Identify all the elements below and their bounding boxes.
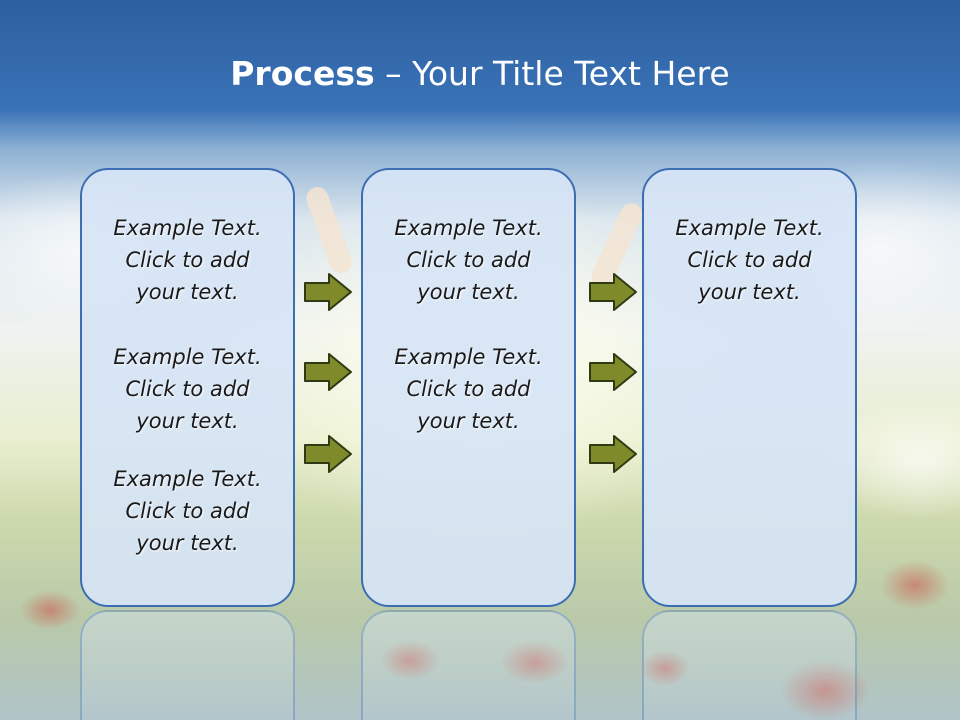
text-line: Click to add bbox=[406, 248, 531, 272]
box-reflection bbox=[80, 610, 295, 720]
title-rest: – Your Title Text Here bbox=[374, 54, 730, 93]
arrow-shape bbox=[589, 273, 637, 311]
poppy bbox=[640, 650, 690, 686]
box-reflection bbox=[642, 610, 857, 720]
process-step-box-3[interactable]: Example Text. Click to add your text. bbox=[642, 168, 857, 607]
example-text-block[interactable]: Example Text. Click to add your text. bbox=[644, 212, 855, 308]
text-line: Example Text. bbox=[113, 467, 262, 491]
arrow-shape bbox=[304, 435, 352, 473]
poppy bbox=[20, 590, 80, 630]
arrow-shape bbox=[304, 353, 352, 391]
process-step-box-1[interactable]: Example Text. Click to add your text. Ex… bbox=[80, 168, 295, 607]
arrow-shape bbox=[589, 435, 637, 473]
slide-title[interactable]: Process – Your Title Text Here bbox=[0, 54, 960, 93]
right-arrow-icon bbox=[304, 273, 352, 311]
arrow-shape bbox=[304, 273, 352, 311]
text-line: Click to add bbox=[406, 377, 531, 401]
example-text-block[interactable]: Example Text. Click to add your text. bbox=[82, 341, 293, 437]
right-arrow-icon bbox=[589, 273, 637, 311]
example-text-block[interactable]: Example Text. Click to add your text. bbox=[82, 463, 293, 559]
text-line: your text. bbox=[417, 280, 520, 304]
example-text-block[interactable]: Example Text. Click to add your text. bbox=[363, 212, 574, 308]
poppy bbox=[880, 560, 950, 610]
text-line: Click to add bbox=[125, 248, 250, 272]
text-line: Click to add bbox=[125, 377, 250, 401]
title-bold: Process bbox=[230, 54, 375, 93]
example-text-block[interactable]: Example Text. Click to add your text. bbox=[82, 212, 293, 308]
text-line: Click to add bbox=[125, 499, 250, 523]
right-arrow-icon bbox=[589, 353, 637, 391]
text-line: your text. bbox=[417, 409, 520, 433]
right-arrow-icon bbox=[304, 435, 352, 473]
text-line: Click to add bbox=[687, 248, 812, 272]
text-line: Example Text. bbox=[394, 216, 543, 240]
right-arrow-icon bbox=[589, 435, 637, 473]
text-line: Example Text. bbox=[113, 345, 262, 369]
text-line: Example Text. bbox=[675, 216, 824, 240]
text-line: your text. bbox=[136, 409, 239, 433]
poppy bbox=[380, 640, 440, 680]
poppy bbox=[780, 660, 870, 720]
process-step-box-2[interactable]: Example Text. Click to add your text. Ex… bbox=[361, 168, 576, 607]
arrow-shape bbox=[589, 353, 637, 391]
right-arrow-icon bbox=[304, 353, 352, 391]
text-line: your text. bbox=[136, 531, 239, 555]
text-line: your text. bbox=[136, 280, 239, 304]
example-text-block[interactable]: Example Text. Click to add your text. bbox=[363, 341, 574, 437]
text-line: Example Text. bbox=[113, 216, 262, 240]
poppy bbox=[500, 640, 570, 684]
box-reflection bbox=[361, 610, 576, 720]
text-line: Example Text. bbox=[394, 345, 543, 369]
text-line: your text. bbox=[698, 280, 801, 304]
